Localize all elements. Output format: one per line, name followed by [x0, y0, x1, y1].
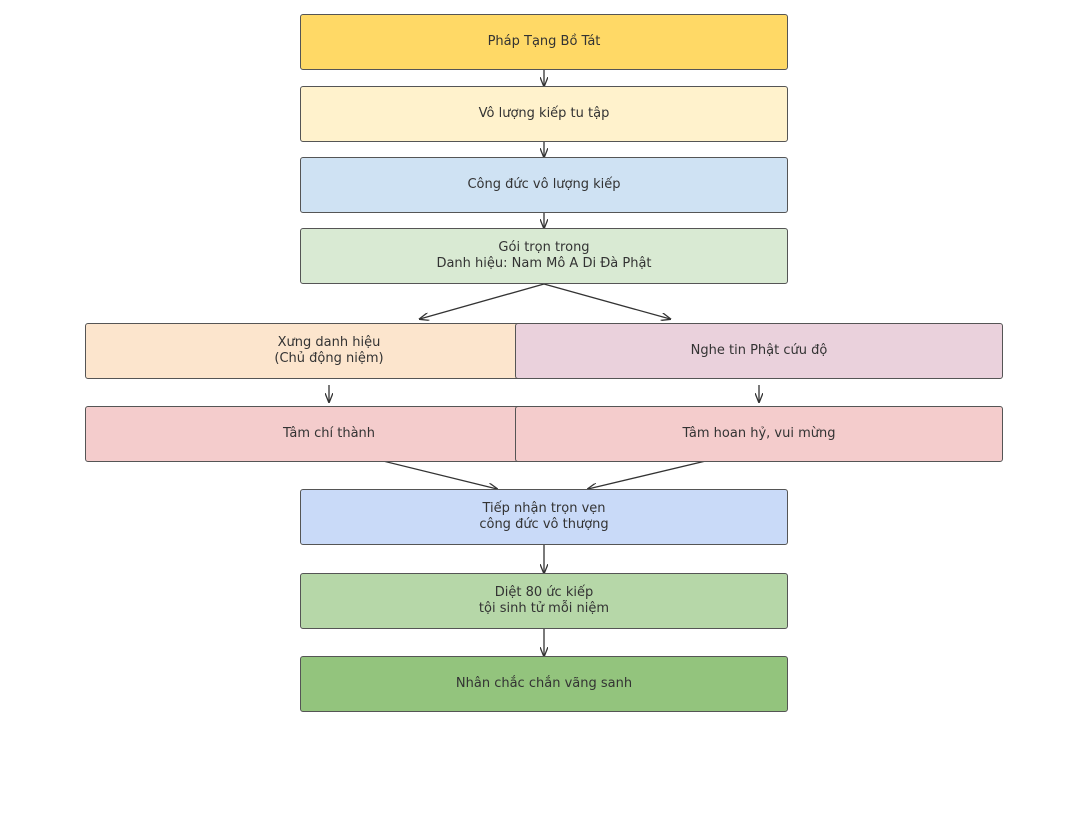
node-line: Danh hiệu: Nam Mô A Di Đà Phật — [436, 256, 652, 271]
node-diet-80-uc-kiep: Diệt 80 ức kiếp tội sinh tử mỗi niệm — [300, 573, 788, 629]
node-nghe-tin-phat-cuu-do: Nghe tin Phật cứu độ — [515, 323, 1003, 379]
node-line: công đức vô thượng — [479, 517, 609, 532]
node-phap-tang-bo-tat: Pháp Tạng Bồ Tát — [300, 14, 788, 70]
node-cong-duc-vo-luong-kiep: Công đức vô lượng kiếp — [300, 157, 788, 213]
node-goi-tron-danh-hieu: Gói trọn trong Danh hiệu: Nam Mô A Di Đà… — [300, 228, 788, 284]
node-line: Tâm chí thành — [282, 426, 376, 441]
node-xung-danh-hieu: Xưng danh hiệu (Chủ động niệm) — [85, 323, 573, 379]
edge-n4-n6 — [543, 283, 670, 319]
node-line: Vô lượng kiếp tu tập — [478, 106, 610, 121]
node-line: Gói trọn trong — [498, 240, 590, 255]
edge-n8-n9 — [588, 458, 715, 489]
node-line: (Chủ động niệm) — [274, 351, 384, 366]
node-line: Pháp Tạng Bồ Tát — [487, 34, 601, 49]
node-tam-hoan-hy: Tâm hoan hỷ, vui mừng — [515, 406, 1003, 462]
node-tiep-nhan-tron-ven: Tiếp nhận trọn vẹn công đức vô thượng — [300, 489, 788, 545]
node-line: Diệt 80 ức kiếp — [494, 585, 594, 600]
node-line: Nghe tin Phật cứu độ — [690, 343, 828, 358]
node-line: Tiếp nhận trọn vẹn — [482, 501, 606, 516]
node-tam-chi-thanh: Tâm chí thành — [85, 406, 573, 462]
node-nhan-chac-chan-vang-sanh: Nhân chắc chắn vãng sanh — [300, 656, 788, 712]
node-line: Xưng danh hiệu — [277, 335, 381, 350]
node-line: Tâm hoan hỷ, vui mừng — [682, 426, 836, 441]
node-line: Nhân chắc chắn vãng sanh — [455, 676, 633, 691]
edge-n4-n5 — [420, 283, 545, 319]
node-line: tội sinh tử mỗi niệm — [478, 601, 610, 616]
edge-n7-n9 — [374, 458, 497, 489]
node-vo-luong-kiep-tu-tap: Vô lượng kiếp tu tập — [300, 86, 788, 142]
node-line: Công đức vô lượng kiếp — [467, 177, 621, 192]
